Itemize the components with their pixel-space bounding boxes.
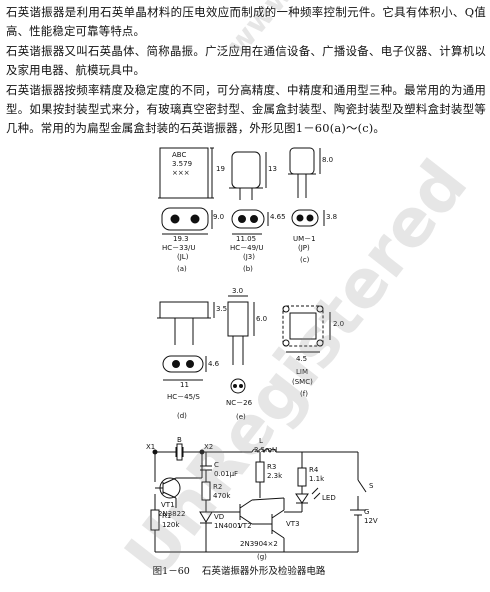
- circuit-r4: R4: [309, 466, 319, 474]
- circuit-x1: X1: [146, 443, 156, 451]
- fig-a-code: (JL): [177, 253, 189, 261]
- crystal-d-drawing: [157, 301, 215, 381]
- circuit-r1: R1: [162, 512, 172, 520]
- fig-f-model: LIM: [296, 368, 309, 376]
- fig-d-height: 3.5: [216, 305, 228, 313]
- circuit-l-value: 2.5mH: [254, 446, 278, 454]
- fig-d-base: 4.6: [208, 360, 220, 368]
- circuit-vd: VD: [214, 513, 225, 521]
- crystal-b-drawing: [229, 151, 269, 235]
- fig-e-tag: (e): [236, 413, 246, 421]
- figure-caption: 图1－60 石英谐振器外形及检验器电路: [0, 563, 490, 577]
- paragraph-3: 石英谐振器按频率精度及稳定度的不同，可分高精度、中精度和通用型三种。最常用的为通…: [6, 83, 486, 135]
- fig-a-width: 19.3: [173, 235, 189, 243]
- circuit-vt1: VT1: [161, 501, 175, 509]
- fig-c-code: (JP): [298, 244, 310, 252]
- circuit-vd-part: 1N4001: [214, 522, 242, 530]
- fig-c-tag: (c): [300, 256, 310, 264]
- crystal-e-drawing: [227, 295, 255, 394]
- crystal-a-drawing: [158, 147, 214, 235]
- paragraph-2: 石英谐振器又叫石英晶体、简称晶振。广泛应用在通信设备、广播设备、电子仪器、计算机…: [6, 44, 486, 77]
- circuit-vt2: VT2: [238, 522, 252, 530]
- crystal-f-drawing: [282, 305, 331, 353]
- circuit-tag: (g): [257, 553, 267, 561]
- circuit-vt1-part: 2N3822: [158, 510, 186, 518]
- circuit-c: C: [214, 461, 219, 469]
- test-circuit-drawing: [150, 443, 367, 553]
- crystal-a-marking: ABC 3.579 ×××: [172, 151, 192, 178]
- caption-title: 石英谐振器外形及检验器电路: [201, 566, 326, 577]
- circuit-s: S: [369, 482, 374, 490]
- circuit-led: LED: [322, 494, 336, 502]
- fig-c-base: 3.8: [326, 213, 338, 221]
- circuit-r1-value: 120k: [162, 521, 180, 529]
- crystal-c-drawing: [288, 147, 325, 227]
- fig-e-height: 6.0: [256, 315, 268, 323]
- fig-b-width: 11.05: [236, 235, 257, 243]
- fig-b-height: 13: [268, 165, 277, 173]
- circuit-r4-value: 1.1k: [309, 475, 325, 483]
- fig-f-bottom: 4.5: [296, 355, 308, 363]
- fig-b-code: (J3): [243, 253, 255, 261]
- circuit-c-value: 0.01μF: [214, 470, 239, 478]
- circuit-r3: R3: [267, 463, 277, 471]
- fig-e-top: 3.0: [232, 287, 244, 295]
- caption-number: 图1－60: [152, 566, 190, 577]
- marking-line-1: ABC: [172, 151, 187, 159]
- fig-d-tag: (d): [177, 412, 187, 420]
- circuit-r2-value: 470k: [213, 492, 231, 500]
- circuit-x2: X2: [204, 443, 214, 451]
- fig-f-tag: (f): [300, 390, 308, 398]
- circuit-b: B: [177, 436, 182, 444]
- circuit-l: L: [259, 437, 263, 445]
- fig-a-model: HC－33/U: [162, 244, 196, 252]
- fig-b-tag: (b): [243, 265, 253, 273]
- fig-f-code: (SMC): [292, 378, 313, 386]
- circuit-g: G: [364, 508, 370, 516]
- fig-a-base: 9.0: [213, 213, 225, 221]
- marking-line-2: 3.579: [172, 160, 193, 168]
- circuit-r3-value: 2.3k: [267, 472, 283, 480]
- fig-a-tag: (a): [177, 265, 187, 273]
- circuit-r2: R2: [213, 483, 223, 491]
- fig-c-model: UM－1: [293, 235, 316, 243]
- fig-a-height: 19: [216, 165, 225, 173]
- fig-e-model: NC－26: [226, 399, 253, 407]
- fig-b-model: HC－49/U: [230, 244, 264, 252]
- circuit-g-value: 12V: [364, 517, 378, 525]
- paragraph-1: 石英谐振器是利用石英单晶材料的压电效应而制成的一种频率控制元件。它具有体积小、Q…: [6, 5, 486, 38]
- circuit-vt23-part: 2N3904×2: [240, 540, 278, 548]
- fig-f-side: 2.0: [333, 320, 345, 328]
- fig-c-height: 8.0: [322, 156, 334, 164]
- fig-d-width: 11: [180, 381, 189, 389]
- marking-line-3: ×××: [172, 169, 190, 177]
- fig-b-base: 4.65: [270, 213, 286, 221]
- circuit-vt3: VT3: [286, 520, 300, 528]
- fig-d-model: HC－45/S: [167, 393, 200, 401]
